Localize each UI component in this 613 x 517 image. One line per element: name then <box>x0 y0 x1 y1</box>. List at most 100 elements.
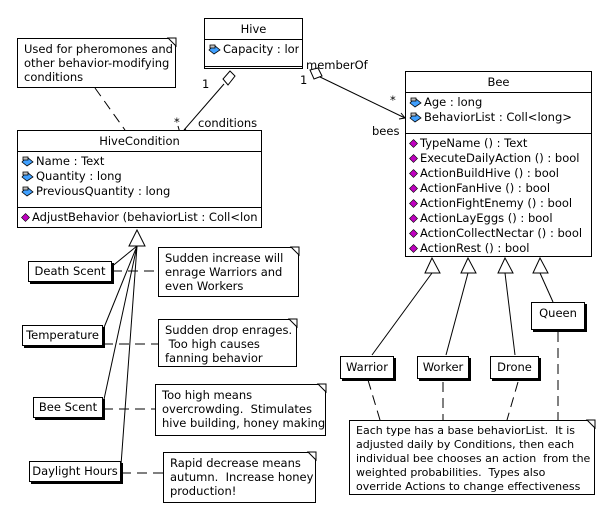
hive-condition-generalization-arrow <box>128 228 146 247</box>
operation-icon <box>409 154 418 163</box>
bee-generalization-arrow-worker <box>460 256 477 274</box>
class-worker-name: Worker <box>422 360 464 374</box>
class-drone-name: Drone <box>497 360 532 374</box>
operation-text: ActionLayEggs () : bool <box>420 211 553 225</box>
class-queen[interactable]: Queen <box>531 302 585 330</box>
hive-bees-diamond <box>309 67 323 80</box>
class-death-scent[interactable]: Death Scent <box>28 261 112 282</box>
hive-bee-mult-bee: * <box>390 93 396 107</box>
operation-row[interactable]: AdjustBehavior (behaviorList : Coll<long… <box>21 210 258 225</box>
attribute-icon <box>21 156 34 167</box>
operation-text: ActionCollectNectar () : bool <box>420 226 583 240</box>
note-line: even Workers <box>165 279 244 293</box>
note-line: production! <box>170 484 237 498</box>
bee-generalization-arrow-warrior <box>424 256 441 274</box>
note-line: Sudden drop enrages. <box>165 323 293 337</box>
note-line: fanning behavior <box>165 351 263 365</box>
attribute-text: Quantity : long <box>36 169 122 183</box>
bee-generalization-arrow-queen <box>532 256 549 274</box>
operation-icon <box>409 169 418 178</box>
hive-cond-mult-hive: 1 <box>202 77 210 91</box>
operation-text: ActionBuildHive () : bool <box>420 166 559 180</box>
attribute-row[interactable]: Name : Text <box>21 154 258 169</box>
note-line: autumn. Increase honey <box>170 470 314 484</box>
class-bee-scent[interactable]: Bee Scent <box>33 397 103 418</box>
class-hive-attributes: Capacity : long <box>205 40 302 67</box>
class-daylight-hours[interactable]: Daylight Hours <box>29 461 121 482</box>
class-death-scent-name: Death Scent <box>34 264 106 278</box>
operation-icon <box>409 244 418 253</box>
attribute-row[interactable]: Age : long <box>409 95 588 110</box>
operation-row[interactable]: ActionRest () : bool <box>409 241 588 256</box>
operation-row[interactable]: ActionCollectNectar () : bool <box>409 226 588 241</box>
class-warrior[interactable]: Warrior <box>340 356 394 379</box>
attribute-icon <box>21 186 34 197</box>
operation-icon <box>409 199 418 208</box>
operation-row[interactable]: ActionBuildHive () : bool <box>409 166 588 181</box>
note-anchor-pheromones <box>94 87 126 131</box>
operation-text: ExecuteDailyAction () : bool <box>420 151 580 165</box>
operation-text: TypeName () : Text <box>420 136 528 150</box>
note-line: Each type has a base behaviorList. It is <box>356 424 576 437</box>
note-line: override Actions to change effectiveness <box>356 480 581 493</box>
class-worker[interactable]: Worker <box>417 356 469 379</box>
class-daylight-hours-name: Daylight Hours <box>32 464 118 478</box>
attribute-text: Name : Text <box>36 154 105 168</box>
hive-conditions-association <box>183 83 225 131</box>
hive-bees-association <box>317 75 406 119</box>
class-hive-condition-operations: AdjustBehavior (behaviorList : Coll<long… <box>18 208 261 228</box>
note-line: weighted probabilities. Types also <box>356 466 546 479</box>
operation-text: ActionRest () : bool <box>420 241 530 255</box>
operation-text: AdjustBehavior (behaviorList : Coll<long… <box>32 210 258 224</box>
hive-bee-role: memberOf <box>306 58 368 72</box>
operation-row[interactable]: ExecuteDailyAction () : bool <box>409 151 588 166</box>
note-line: Too high means <box>162 388 253 402</box>
attribute-icon <box>208 44 221 55</box>
attribute-row[interactable]: PreviousQuantity : long <box>21 184 258 199</box>
attribute-row[interactable]: BehaviorList : Coll<long> <box>409 110 588 125</box>
hive-conditions-diamond <box>222 70 236 86</box>
attribute-text: Age : long <box>424 95 483 109</box>
operation-row[interactable]: TypeName () : Text <box>409 136 588 151</box>
hive-bee-role-bees: bees <box>372 124 400 138</box>
class-hive-name: Hive <box>205 19 302 40</box>
class-hive[interactable]: Hive Capacity : long <box>204 18 303 69</box>
class-hive-condition-name: HiveCondition <box>18 131 261 152</box>
operation-row[interactable]: ActionFanHive () : bool <box>409 181 588 196</box>
class-drone[interactable]: Drone <box>490 356 539 379</box>
operation-row[interactable]: ActionLayEggs () : bool <box>409 211 588 226</box>
note-line: hive building, honey making <box>162 416 326 430</box>
class-queen-name: Queen <box>539 306 577 320</box>
note-line: Rapid decrease means <box>170 456 301 470</box>
note-behavior-list: Each type has a base behaviorList. It is… <box>349 420 595 495</box>
note-line: individual bee chooses an action from th… <box>356 452 591 465</box>
hive-cond-mult-cond: * <box>174 115 180 129</box>
operation-row[interactable]: ActionFightEnemy () : bool <box>409 196 588 211</box>
attribute-icon <box>409 97 422 108</box>
operation-text: ActionFanHive () : bool <box>420 181 551 195</box>
attribute-icon <box>409 112 422 123</box>
attribute-text: BehaviorList : Coll<long> <box>424 110 572 124</box>
class-bee-scent-name: Bee Scent <box>38 400 98 414</box>
attribute-text: PreviousQuantity : long <box>36 184 171 198</box>
bee-generalization-arrow-drone <box>497 256 514 274</box>
note-line: other behavior-modifying <box>24 56 170 70</box>
hive-cond-role: conditions <box>198 116 258 130</box>
attribute-row[interactable]: Quantity : long <box>21 169 258 184</box>
attribute-row[interactable]: Capacity : long <box>208 42 299 57</box>
attribute-text: Capacity : long <box>223 42 299 56</box>
class-temperature[interactable]: Temperature <box>22 325 103 346</box>
note-line: Sudden increase will <box>165 251 284 265</box>
